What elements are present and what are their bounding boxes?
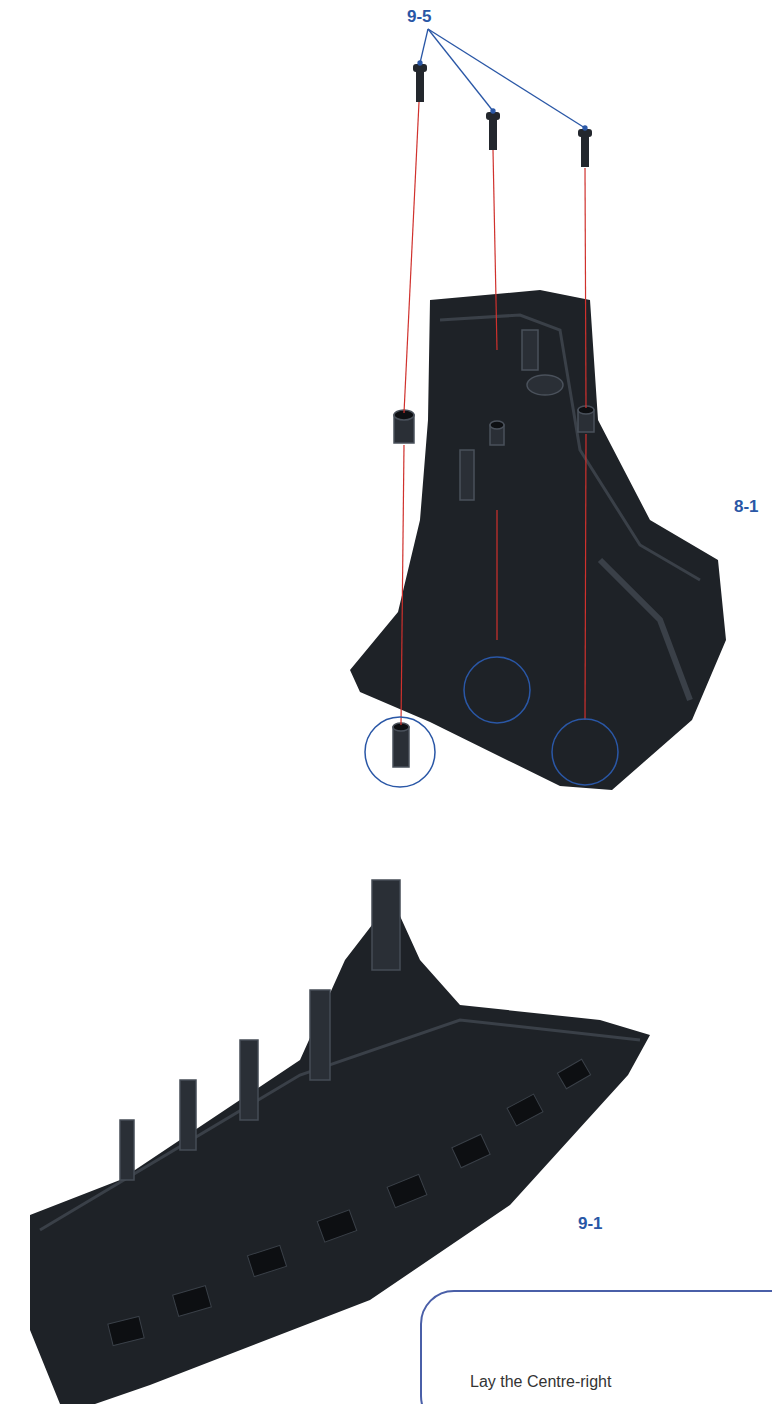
alignment-lines bbox=[401, 102, 586, 725]
callout-number: 9-1 bbox=[578, 1215, 603, 1232]
callout-number: 8-1 bbox=[734, 498, 759, 515]
leader-lines bbox=[418, 29, 587, 130]
callout-number: 9-5 bbox=[407, 8, 432, 25]
highlight-circles bbox=[365, 657, 618, 787]
instruction-text: Lay the Centre-right bbox=[470, 1372, 772, 1391]
instruction-panel: Lay the Centre-right bbox=[420, 1290, 772, 1404]
